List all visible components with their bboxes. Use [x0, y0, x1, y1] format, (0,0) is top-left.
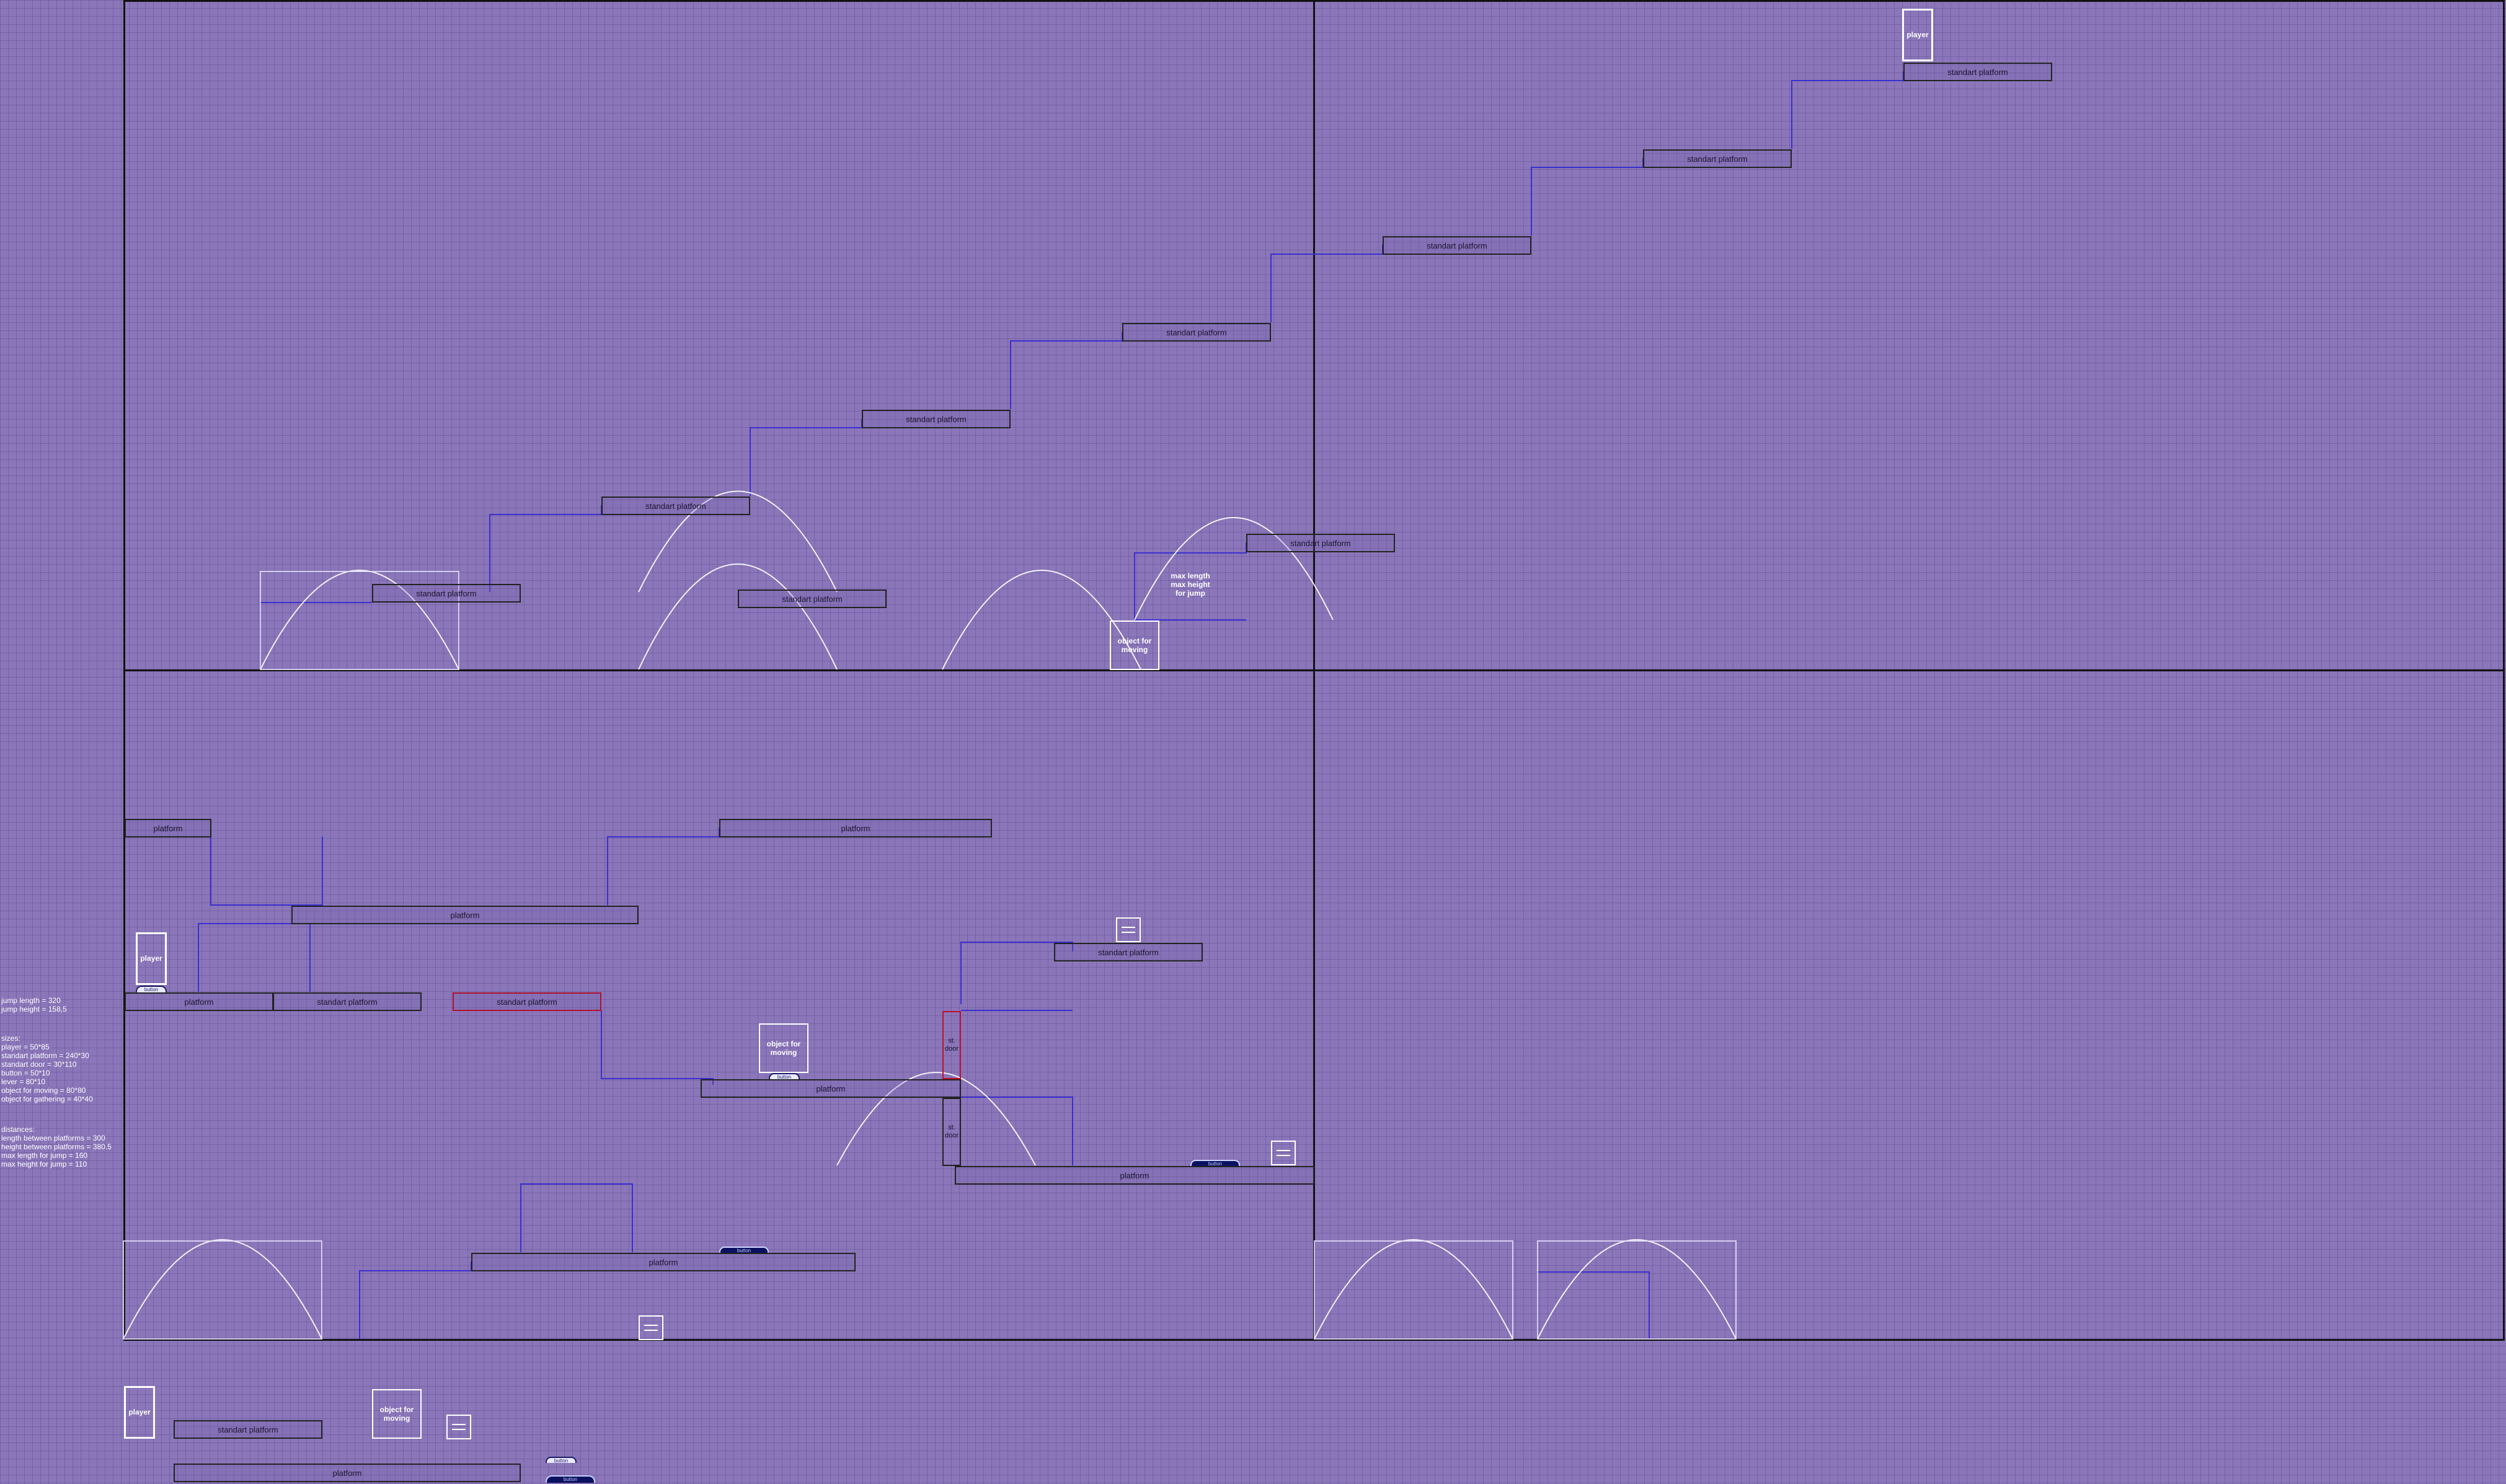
standart-platform: standart platform [273, 992, 422, 1011]
note-sizes-title: sizes: [1, 1034, 20, 1043]
note-dist-height: height between platforms = 380.5 [1, 1142, 112, 1151]
note-jump-height: jump height = 158,5 [1, 1005, 67, 1014]
button-switch: button [719, 1247, 769, 1253]
note-jump-length: jump length = 320 [1, 996, 61, 1005]
standart-platform: standart platform [1122, 323, 1271, 342]
platform: platform [471, 1253, 856, 1271]
object-for-moving: object for moving [759, 1023, 808, 1073]
legend-object-for-moving: object for moving [372, 1389, 422, 1439]
platform: platform [125, 992, 273, 1011]
standart-platform: standart platform [372, 584, 521, 603]
note-size-button: button = 50*10 [1, 1069, 50, 1077]
player-block: player [1902, 9, 1933, 61]
standart-platform: standart platform [1246, 534, 1395, 552]
standart-door: st. door [942, 1098, 961, 1166]
note-dist-max-height: max height for jump = 110 [1, 1160, 87, 1168]
gathering-object [639, 1315, 663, 1340]
note-size-gathering: object for gathering = 40*40 [1, 1095, 93, 1103]
platform: platform [719, 819, 992, 837]
standart-platform: standart platform [1643, 149, 1792, 168]
standart-platform: standart platform [1054, 943, 1203, 961]
legend-platform: platform [174, 1464, 521, 1482]
button-switch: button [1190, 1160, 1240, 1167]
note-size-door: standart door = 30*110 [1, 1060, 77, 1069]
button-switch: button [136, 986, 167, 992]
level-frame-bottom-right [1313, 669, 2505, 1341]
platform: platform [125, 819, 211, 837]
standart-door-highlighted: st. door [942, 1011, 961, 1079]
note-dist-length: length between platforms = 300 [1, 1134, 105, 1142]
note-size-player: player = 50*85 [1, 1043, 50, 1051]
legend-standart-platform: standart platform [174, 1420, 322, 1439]
standart-platform: standart platform [738, 590, 887, 608]
standart-platform: standart platform [862, 410, 1011, 428]
platform: platform [291, 906, 639, 924]
legend-lever: button [546, 1457, 577, 1464]
button-switch: button [769, 1073, 800, 1080]
player-block: player [136, 932, 167, 985]
jump-arc-curves [123, 490, 1737, 1340]
legend-button: button [546, 1475, 595, 1483]
standart-platform: standart platform [601, 497, 750, 515]
standart-platform-highlighted: standart platform [453, 992, 601, 1011]
legend-gathering-object [446, 1415, 471, 1439]
legend-player: player [124, 1386, 155, 1439]
max-jump-info-label: max length max height for jump [1171, 572, 1210, 598]
object-for-moving: object for moving [1110, 621, 1159, 670]
note-distances-title: distances: [1, 1125, 35, 1134]
jump-path-lines [198, 71, 1904, 1339]
platform: platform [701, 1079, 961, 1098]
gathering-object [1116, 917, 1141, 942]
gathering-object [1271, 1141, 1296, 1165]
platform: platform [955, 1166, 1314, 1185]
standart-platform: standart platform [1903, 63, 2052, 81]
note-size-object: object for moving = 80*80 [1, 1086, 86, 1095]
note-dist-max-length: max length for jump = 160 [1, 1151, 88, 1160]
note-size-lever: lever = 80*10 [1, 1077, 46, 1086]
standart-platform: standart platform [1383, 236, 1531, 255]
note-size-platform: standart platform = 240*30 [1, 1051, 89, 1060]
jump-range-boxes [123, 571, 1737, 1340]
